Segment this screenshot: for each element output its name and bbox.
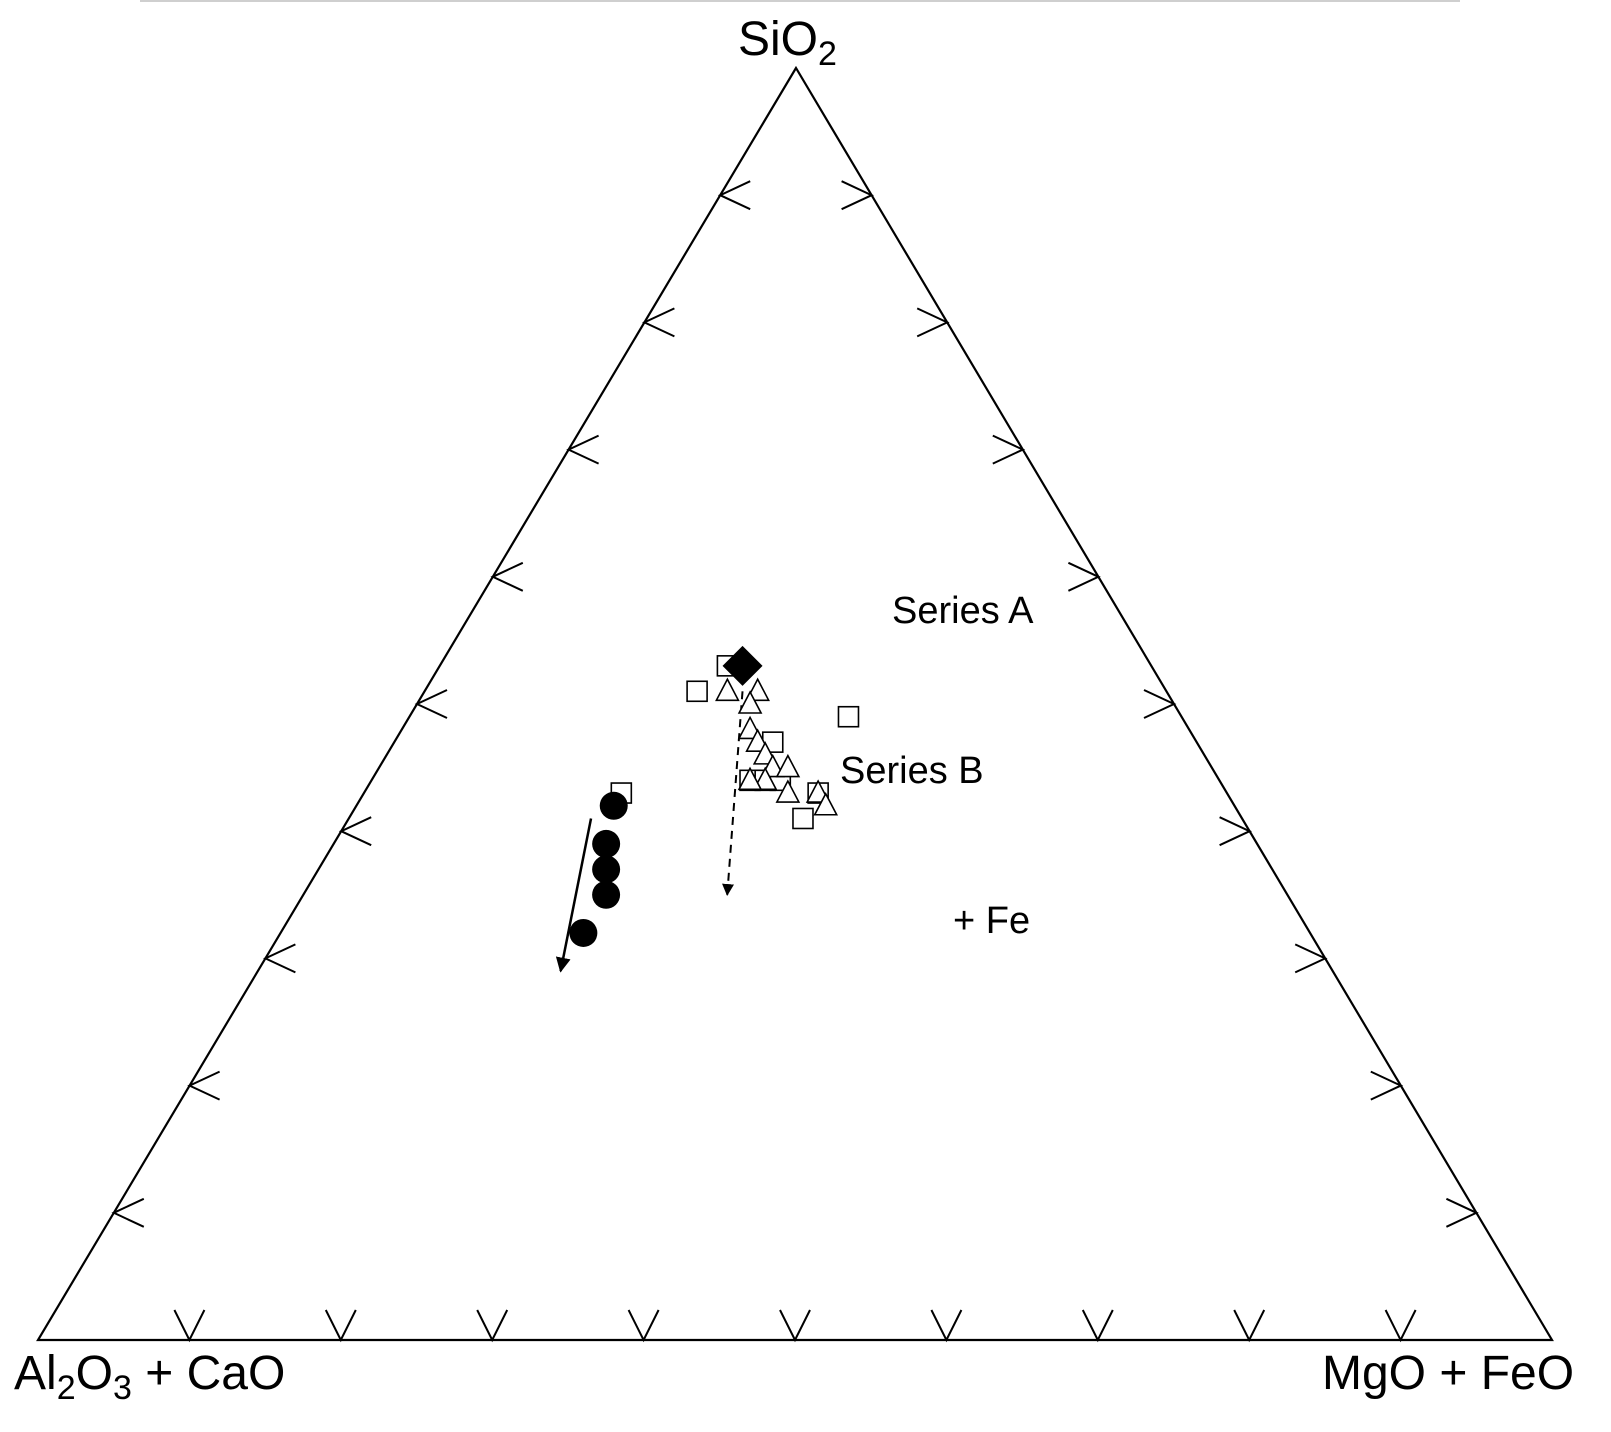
tick-left	[717, 180, 751, 211]
apex-right-text: MgO + FeO	[1322, 1347, 1575, 1400]
tick-bottom	[173, 1309, 206, 1343]
apex-left-part-1: Al	[14, 1347, 57, 1400]
marker-triangle	[737, 766, 763, 791]
tick-bottom	[779, 1309, 811, 1343]
tick-marks	[111, 180, 1479, 1343]
annotation-series-a: Series A	[892, 590, 1034, 632]
apex-label-mgo-feo: MgO + FeO	[1322, 1350, 1574, 1398]
tick-right	[1294, 943, 1328, 974]
marker-triangle	[737, 690, 763, 714]
marker-triangle	[715, 677, 740, 702]
apex-left-sub-1: 2	[56, 1369, 76, 1407]
apex-label-sio2: SiO2	[738, 13, 837, 73]
annotation-series-b: Series B	[840, 750, 984, 792]
arrow-dashed	[722, 691, 744, 896]
apex-label-al2o3-cao: Al2O3 + CaO	[14, 1347, 286, 1407]
tick-left	[414, 689, 448, 719]
tick-left	[490, 561, 524, 592]
tick-bottom	[1384, 1309, 1417, 1343]
tick-left	[338, 816, 372, 847]
tick-left	[642, 307, 675, 338]
marker-diamond	[722, 645, 763, 686]
marker-circle	[592, 829, 621, 858]
annotation-plus-fe: + Fe	[953, 900, 1031, 942]
marker-square	[792, 807, 814, 830]
marker-square	[837, 705, 860, 728]
tick-right	[1143, 689, 1177, 719]
tick-right	[841, 180, 874, 211]
tick-bottom	[324, 1309, 357, 1343]
data-markers	[569, 645, 860, 947]
marker-triangle	[813, 792, 839, 816]
tick-right	[916, 307, 950, 338]
marker-circle	[592, 855, 621, 884]
tick-bottom	[476, 1309, 509, 1343]
tick-bottom	[627, 1309, 660, 1343]
tick-left	[263, 943, 296, 974]
tick-left	[187, 1070, 221, 1101]
marker-triangle	[752, 766, 778, 791]
tick-left	[566, 434, 600, 465]
triangle-outline	[36, 65, 1554, 1342]
tick-right	[992, 434, 1026, 465]
tick-bottom	[1233, 1309, 1266, 1343]
arrow-solid	[555, 818, 593, 973]
marker-triangle	[775, 753, 801, 778]
apex-top-subscript: 2	[818, 35, 837, 73]
triangle-frame	[36, 65, 1554, 1342]
trend-arrows	[555, 691, 744, 973]
marker-circle	[592, 880, 621, 909]
apex-left-sub-2: 3	[112, 1369, 132, 1407]
apex-top-text: SiO	[738, 13, 819, 66]
tick-right	[1067, 561, 1101, 592]
tick-left	[111, 1197, 145, 1228]
tick-right	[1219, 816, 1252, 847]
marker-circle	[599, 791, 628, 820]
marker-triangle	[775, 779, 801, 803]
tick-bottom	[1081, 1309, 1114, 1343]
top-rule	[140, 0, 1460, 2]
tick-right	[1370, 1070, 1404, 1101]
marker-square	[686, 680, 708, 703]
apex-left-part-2: O	[75, 1347, 113, 1400]
tick-right	[1445, 1197, 1479, 1228]
apex-left-part-3: + CaO	[131, 1347, 286, 1400]
tick-bottom	[930, 1309, 963, 1343]
marker-circle	[569, 918, 598, 947]
